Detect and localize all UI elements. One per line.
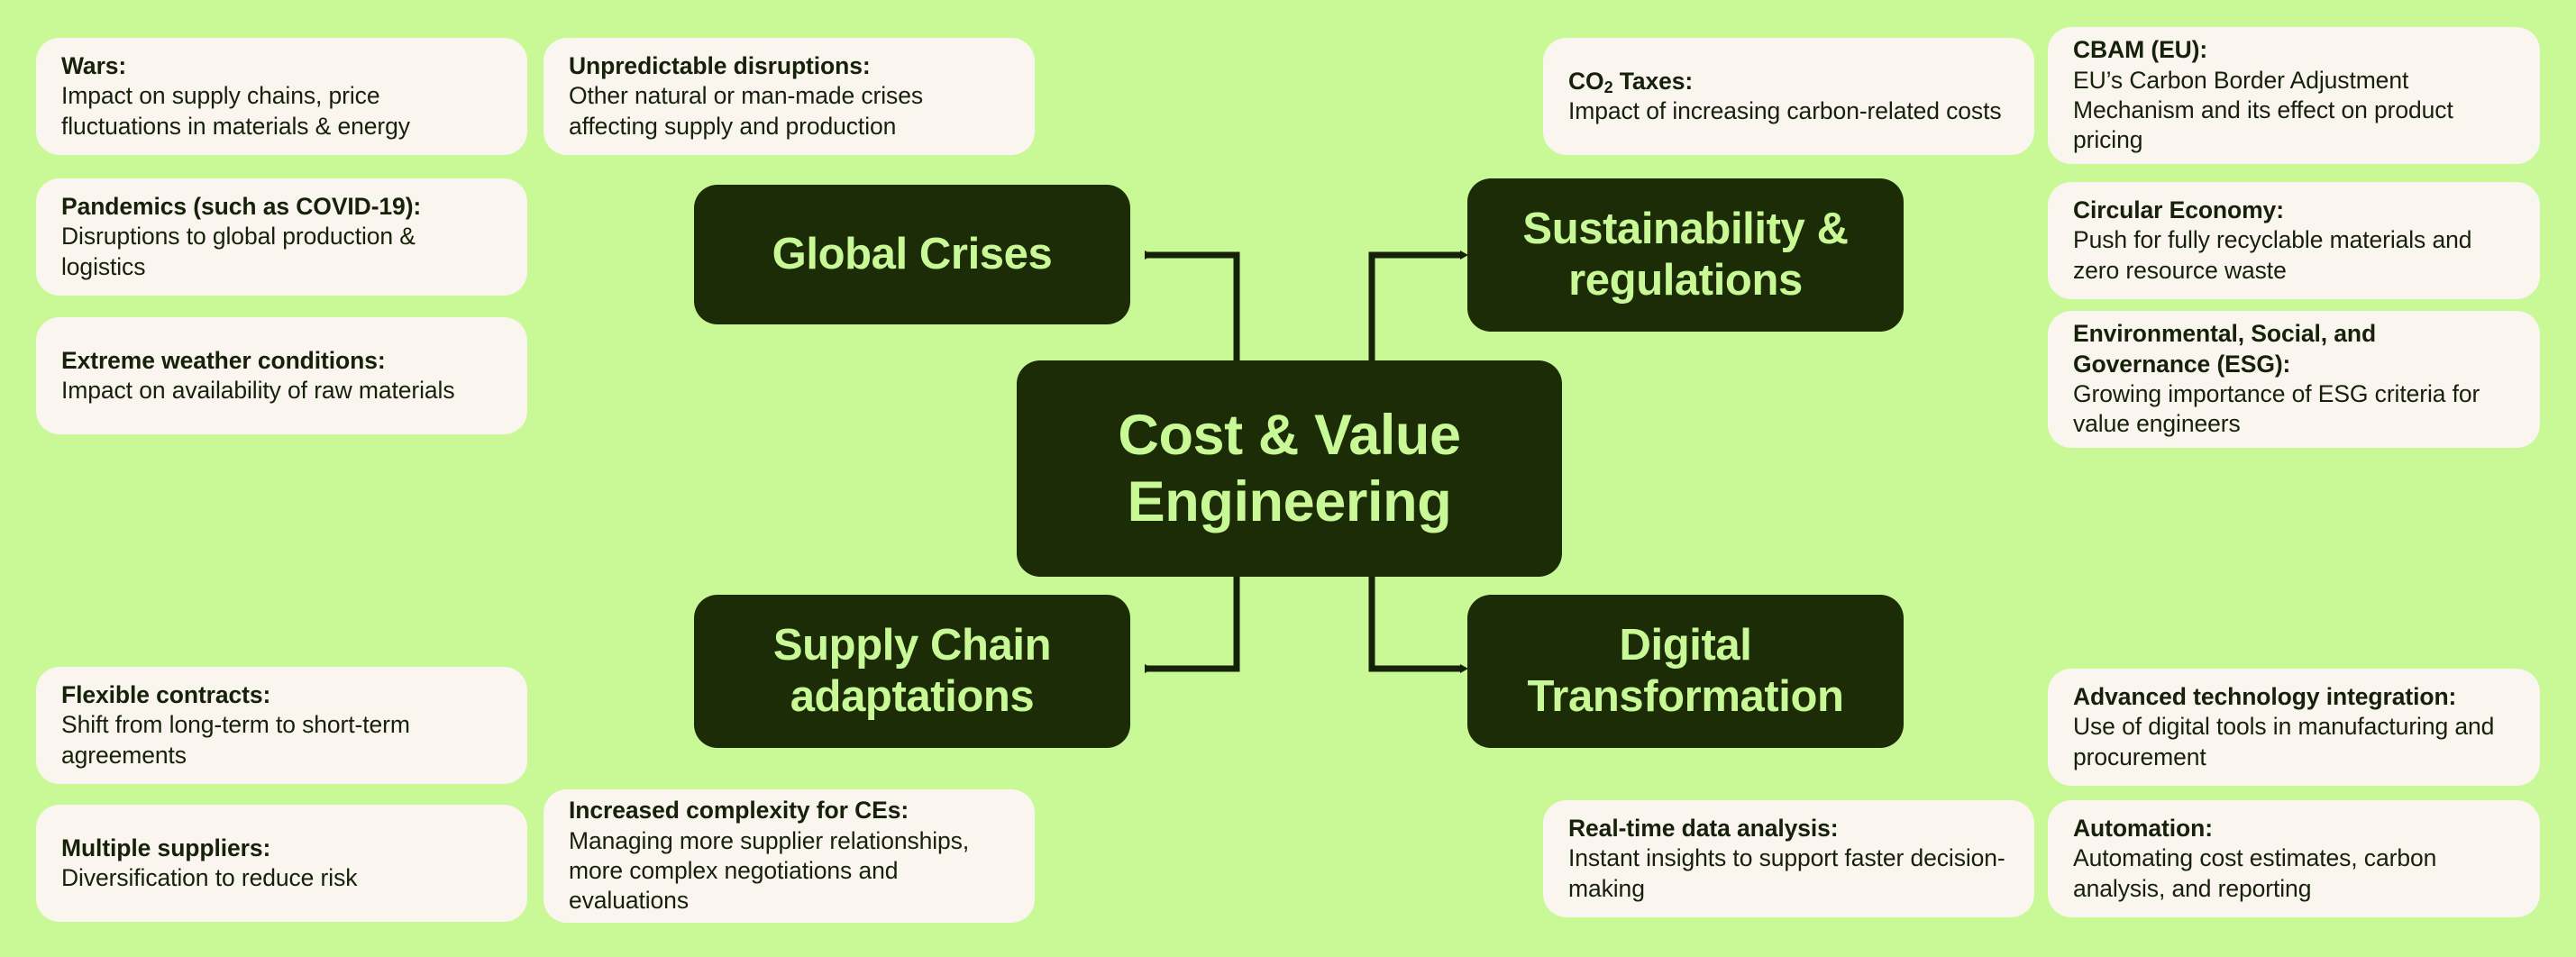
card-multiple-suppliers-title: Multiple suppliers: — [61, 834, 271, 861]
node-cost-value-engineering-label: Cost & Value Engineering — [1118, 403, 1461, 533]
card-flexible-contracts[interactable]: Flexible contracts: Shift from long-term… — [36, 667, 527, 784]
card-pandemics-title: Pandemics (such as COVID-19): — [61, 192, 422, 220]
card-multiple-suppliers-body: Diversification to reduce risk — [61, 864, 358, 891]
card-increased-complexity[interactable]: Increased complexity for CEs: Managing m… — [544, 789, 1035, 923]
card-circular-economy[interactable]: Circular Economy: Push for fully recycla… — [2048, 182, 2540, 299]
card-pandemics[interactable]: Pandemics (such as COVID-19): Disruption… — [36, 178, 527, 296]
node-sustainability-regulations[interactable]: Sustainability & regulations — [1467, 178, 1904, 332]
card-unpredictable-disruptions-body: Other natural or man-made crises affecti… — [569, 82, 923, 140]
card-esg-title: Environmental, Social, and Governance (E… — [2073, 320, 2377, 378]
card-increased-complexity-body: Managing more supplier relationships, mo… — [569, 826, 970, 915]
connector-center-to-digital-transformation — [1368, 568, 1468, 673]
card-co2-taxes[interactable]: CO2 Taxes: Impact of increasing carbon-r… — [1543, 38, 2034, 155]
node-supply-chain-adaptations[interactable]: Supply Chain adaptations — [694, 595, 1130, 748]
node-digital-transformation-label: Digital Transformation — [1527, 621, 1844, 721]
connector-center-to-supply-chain — [1145, 568, 1240, 673]
card-co2-taxes-title-post: Taxes: — [1612, 67, 1694, 95]
card-co2-taxes-title-pre: CO — [1568, 67, 1604, 95]
connector-center-to-global-crises — [1145, 251, 1240, 369]
card-real-time-data-analysis-title: Real-time data analysis: — [1568, 814, 1839, 842]
card-flexible-contracts-title: Flexible contracts: — [61, 680, 271, 708]
node-global-crises[interactable]: Global Crises — [694, 185, 1130, 324]
card-extreme-weather-title: Extreme weather conditions: — [61, 346, 386, 374]
card-advanced-technology-integration-body: Use of digital tools in manufacturing an… — [2073, 713, 2495, 770]
card-unpredictable-disruptions[interactable]: Unpredictable disruptions: Other natural… — [544, 38, 1035, 155]
card-co2-taxes-title: CO2 Taxes: — [1568, 67, 2009, 96]
card-co2-taxes-title-subscript: 2 — [1603, 77, 1613, 96]
card-wars-title: Wars: — [61, 51, 127, 79]
node-global-crises-label: Global Crises — [772, 230, 1053, 279]
node-cost-value-engineering[interactable]: Cost & Value Engineering — [1017, 360, 1562, 577]
card-pandemics-body: Disruptions to global production & logis… — [61, 223, 416, 280]
card-esg-body: Growing importance of ESG criteria for v… — [2073, 380, 2480, 438]
card-increased-complexity-title: Increased complexity for CEs: — [569, 797, 909, 825]
card-co2-taxes-body: Impact of increasing carbon-related cost… — [1568, 97, 2002, 124]
card-extreme-weather-body: Impact on availability of raw materials — [61, 377, 455, 404]
card-automation-title: Automation: — [2073, 814, 2213, 842]
card-cbam-eu[interactable]: CBAM (EU): EU’s Carbon Border Adjustment… — [2048, 27, 2540, 164]
card-real-time-data-analysis[interactable]: Real-time data analysis: Instant insight… — [1543, 800, 2034, 917]
card-cbam-eu-title: CBAM (EU): — [2073, 36, 2208, 64]
card-circular-economy-title: Circular Economy: — [2073, 196, 2284, 223]
card-cbam-eu-body: EU’s Carbon Border Adjustment Mechanism … — [2073, 66, 2453, 154]
card-esg[interactable]: Environmental, Social, and Governance (E… — [2048, 311, 2540, 448]
card-automation[interactable]: Automation: Automating cost estimates, c… — [2048, 800, 2540, 917]
card-flexible-contracts-body: Shift from long-term to short-term agree… — [61, 711, 410, 769]
card-extreme-weather[interactable]: Extreme weather conditions: Impact on av… — [36, 317, 527, 434]
card-unpredictable-disruptions-title: Unpredictable disruptions: — [569, 51, 871, 79]
card-advanced-technology-integration-title: Advanced technology integration: — [2073, 682, 2457, 710]
card-real-time-data-analysis-body: Instant insights to support faster decis… — [1568, 844, 2005, 902]
connector-center-to-sustainability — [1368, 251, 1468, 369]
card-circular-economy-body: Push for fully recyclable materials and … — [2073, 226, 2472, 284]
card-wars-body: Impact on supply chains, price fluctuati… — [61, 82, 410, 140]
card-advanced-technology-integration[interactable]: Advanced technology integration: Use of … — [2048, 669, 2540, 786]
card-multiple-suppliers[interactable]: Multiple suppliers: Diversification to r… — [36, 805, 527, 922]
card-automation-body: Automating cost estimates, carbon analys… — [2073, 844, 2437, 902]
card-wars[interactable]: Wars: Impact on supply chains, price flu… — [36, 38, 527, 155]
node-sustainability-regulations-label: Sustainability & regulations — [1522, 205, 1849, 305]
node-supply-chain-adaptations-label: Supply Chain adaptations — [772, 621, 1052, 721]
node-digital-transformation[interactable]: Digital Transformation — [1467, 595, 1904, 748]
